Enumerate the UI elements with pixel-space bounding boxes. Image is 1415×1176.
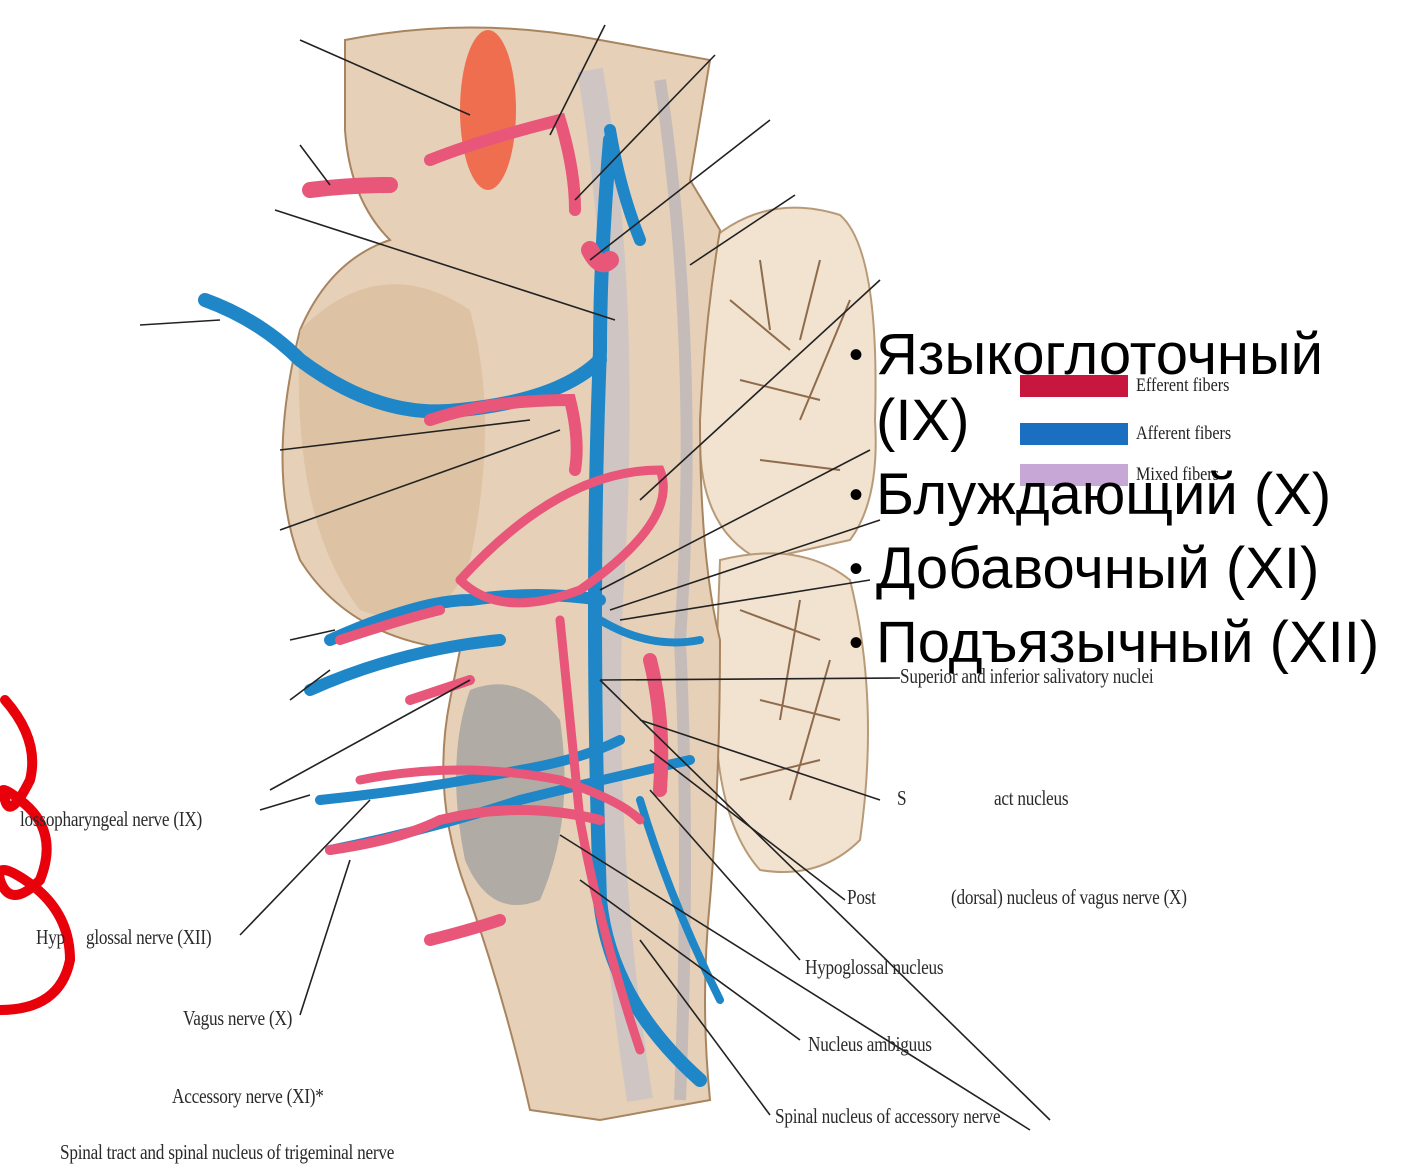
bullet-item-accessory: • Добавочный (XI) (836, 536, 1411, 602)
label-hypoglossal-nerve-start: Hyp (36, 925, 65, 950)
label-solitary-nucleus-start: S (897, 786, 906, 811)
label-dorsal-vagus-end: (dorsal) nucleus of vagus nerve (X) (951, 885, 1187, 910)
label-trigeminal-spinal-tract: Spinal tract and spinal nucleus of trige… (60, 1140, 394, 1165)
label-glossopharyngeal-nerve: lossopharyngeal nerve (IX) (20, 807, 202, 832)
label-vagus-nerve: Vagus nerve (X) (183, 1006, 292, 1031)
label-hypoglossal-nerve-end: glossal nerve (XII) (86, 925, 211, 950)
label-accessory-spinal-nucleus: Spinal nucleus of accessory nerve (775, 1104, 1000, 1129)
bullet-text: Языкоглоточный (IX) (876, 322, 1411, 454)
label-accessory-nerve: Accessory nerve (XI)* (172, 1084, 324, 1109)
bullet-dot: • (836, 536, 876, 602)
cranial-nerves-list: • Языкоглоточный (IX) • Блуждающий (X) •… (836, 322, 1411, 684)
bullet-text: Добавочный (XI) (876, 536, 1411, 602)
bullet-item-glossopharyngeal: • Языкоглоточный (IX) (836, 322, 1411, 454)
bullet-item-vagus: • Блуждающий (X) (836, 462, 1411, 528)
label-nucleus-ambiguus: Nucleus ambiguus (808, 1032, 932, 1057)
bullet-dot: • (836, 462, 876, 528)
red-annotation-curl (0, 700, 70, 1010)
label-dorsal-vagus-start: Post (847, 885, 876, 910)
bullet-item-hypoglossal: • Подъязычный (XII) (836, 610, 1411, 676)
label-hypoglossal-nucleus: Hypoglossal nucleus (805, 955, 943, 980)
bullet-text: Блуждающий (X) (876, 462, 1411, 528)
label-solitary-nucleus-end: act nucleus (994, 786, 1068, 811)
bullet-text: Подъязычный (XII) (876, 610, 1411, 676)
oculomotor-nucleus (460, 30, 516, 190)
bullet-dot: • (836, 322, 876, 454)
bullet-dot: • (836, 610, 876, 676)
